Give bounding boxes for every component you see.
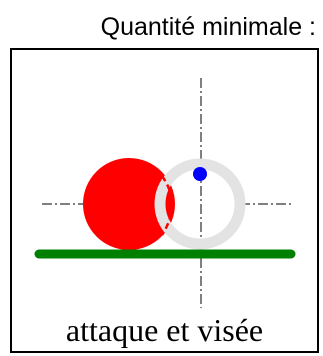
aim-point-icon xyxy=(193,167,207,181)
illustration-panel: attaque et visée xyxy=(10,48,319,353)
page-title: Quantité minimale : xyxy=(0,12,316,42)
aim-diagram xyxy=(12,50,317,351)
caption-text: attaque et visée xyxy=(12,312,317,348)
